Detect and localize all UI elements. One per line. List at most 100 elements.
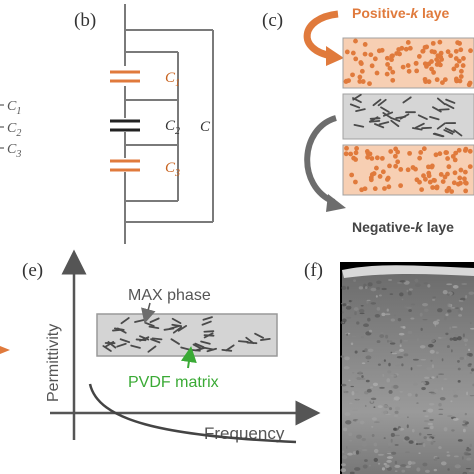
sem-grain bbox=[381, 410, 388, 415]
sem-grain bbox=[406, 306, 412, 309]
sem-grain bbox=[390, 451, 397, 455]
max-phase-flake bbox=[170, 338, 180, 345]
sem-grain bbox=[365, 355, 372, 360]
sem-grain bbox=[373, 442, 378, 447]
max-phase-flake bbox=[200, 340, 211, 345]
particle-dot bbox=[403, 46, 409, 52]
sem-grain bbox=[368, 464, 371, 467]
sem-grain bbox=[377, 453, 385, 456]
orange-curved-arrow-icon bbox=[303, 10, 339, 60]
particle-dot bbox=[405, 63, 411, 68]
panel-f-sem: (f) bbox=[304, 260, 474, 474]
sem-grain bbox=[382, 373, 385, 377]
particle-dot bbox=[400, 64, 406, 70]
sem-grain bbox=[442, 289, 448, 295]
sem-grain bbox=[389, 340, 393, 342]
sem-grain bbox=[366, 299, 371, 301]
sem-grain bbox=[455, 465, 460, 467]
particle-dot bbox=[362, 42, 368, 47]
sem-grain bbox=[412, 358, 419, 361]
particle-dot bbox=[384, 55, 390, 61]
sem-grain bbox=[391, 352, 397, 355]
sem-grain bbox=[340, 468, 347, 473]
max-phase-flake bbox=[260, 337, 271, 341]
particle-dot bbox=[344, 49, 350, 55]
sem-grain bbox=[387, 450, 391, 453]
panel-c-layers: (c) Positive-k laye Negative-k laye bbox=[262, 5, 474, 235]
sem-grain bbox=[394, 444, 399, 446]
sem-grain bbox=[364, 286, 368, 290]
sem-grain bbox=[461, 283, 468, 285]
max-phase-flake bbox=[151, 337, 163, 341]
particle-dot bbox=[450, 153, 456, 159]
sem-grain bbox=[449, 326, 451, 330]
sem-grain bbox=[342, 427, 348, 432]
particle-dot bbox=[372, 56, 378, 62]
max-phase-flake bbox=[436, 122, 446, 130]
sem-grain bbox=[416, 402, 419, 404]
max-phase-flake bbox=[453, 129, 463, 137]
sem-grain bbox=[383, 404, 388, 408]
sem-grain bbox=[425, 469, 430, 473]
sem-grain bbox=[454, 334, 459, 338]
sem-grain bbox=[343, 389, 347, 393]
sem-grain bbox=[416, 364, 423, 367]
max-phase-flake bbox=[432, 133, 444, 138]
sem-grain bbox=[399, 344, 402, 348]
particle-dot bbox=[440, 179, 446, 185]
sem-grain bbox=[358, 286, 364, 290]
particle-dot bbox=[462, 169, 468, 175]
sem-grain bbox=[422, 318, 428, 321]
max-phase-flake bbox=[395, 115, 406, 120]
sem-grain bbox=[393, 427, 397, 431]
sem-grain bbox=[429, 339, 435, 343]
particle-dot bbox=[429, 163, 435, 169]
sem-grain bbox=[370, 287, 377, 292]
sem-grain bbox=[373, 406, 376, 408]
sem-grain bbox=[394, 460, 398, 465]
sem-grain bbox=[469, 372, 473, 374]
sem-grain bbox=[430, 359, 433, 362]
particle-dot bbox=[385, 177, 390, 182]
sem-grain bbox=[446, 283, 453, 286]
particle-dot bbox=[359, 187, 365, 193]
sem-grain bbox=[365, 379, 370, 383]
particle-dot bbox=[453, 56, 459, 61]
sem-grain bbox=[464, 343, 467, 347]
particle-dot bbox=[353, 38, 358, 44]
max-phase-flake bbox=[171, 317, 182, 325]
particle-dot bbox=[453, 76, 459, 82]
sem-grain bbox=[358, 308, 365, 313]
sem-grain bbox=[403, 339, 409, 342]
max-phase-flake bbox=[119, 338, 131, 344]
max-phase-pointer-icon bbox=[141, 302, 156, 324]
particle-dot bbox=[353, 56, 359, 62]
sem-grain bbox=[447, 309, 452, 313]
sem-grain bbox=[360, 304, 364, 307]
sem-grain bbox=[469, 322, 472, 324]
particle-dot bbox=[393, 163, 399, 169]
sem-grain bbox=[370, 399, 374, 403]
sem-grain bbox=[421, 386, 426, 391]
particle-dot bbox=[386, 184, 392, 190]
sem-grain bbox=[453, 455, 459, 458]
sem-grain bbox=[395, 406, 401, 411]
particle-dot bbox=[374, 165, 379, 171]
sem-grain bbox=[424, 376, 430, 379]
sem-grain bbox=[458, 300, 464, 302]
particle-dot bbox=[343, 151, 349, 157]
sem-grain bbox=[463, 425, 468, 428]
sem-grain bbox=[376, 287, 381, 290]
particle-dot bbox=[368, 52, 374, 58]
particle-dot bbox=[419, 187, 425, 193]
particle-dot bbox=[467, 148, 473, 154]
panel-b-label-c2: C2 bbox=[165, 118, 180, 137]
particle-dot bbox=[462, 176, 467, 182]
particle-dot bbox=[458, 167, 464, 173]
panel-b-label-c1: C1 bbox=[165, 70, 180, 89]
sem-grain bbox=[348, 432, 353, 437]
particle-dot bbox=[438, 172, 444, 177]
sem-grain bbox=[370, 386, 374, 389]
sem-grain bbox=[468, 291, 474, 295]
particle-dot bbox=[390, 77, 396, 83]
